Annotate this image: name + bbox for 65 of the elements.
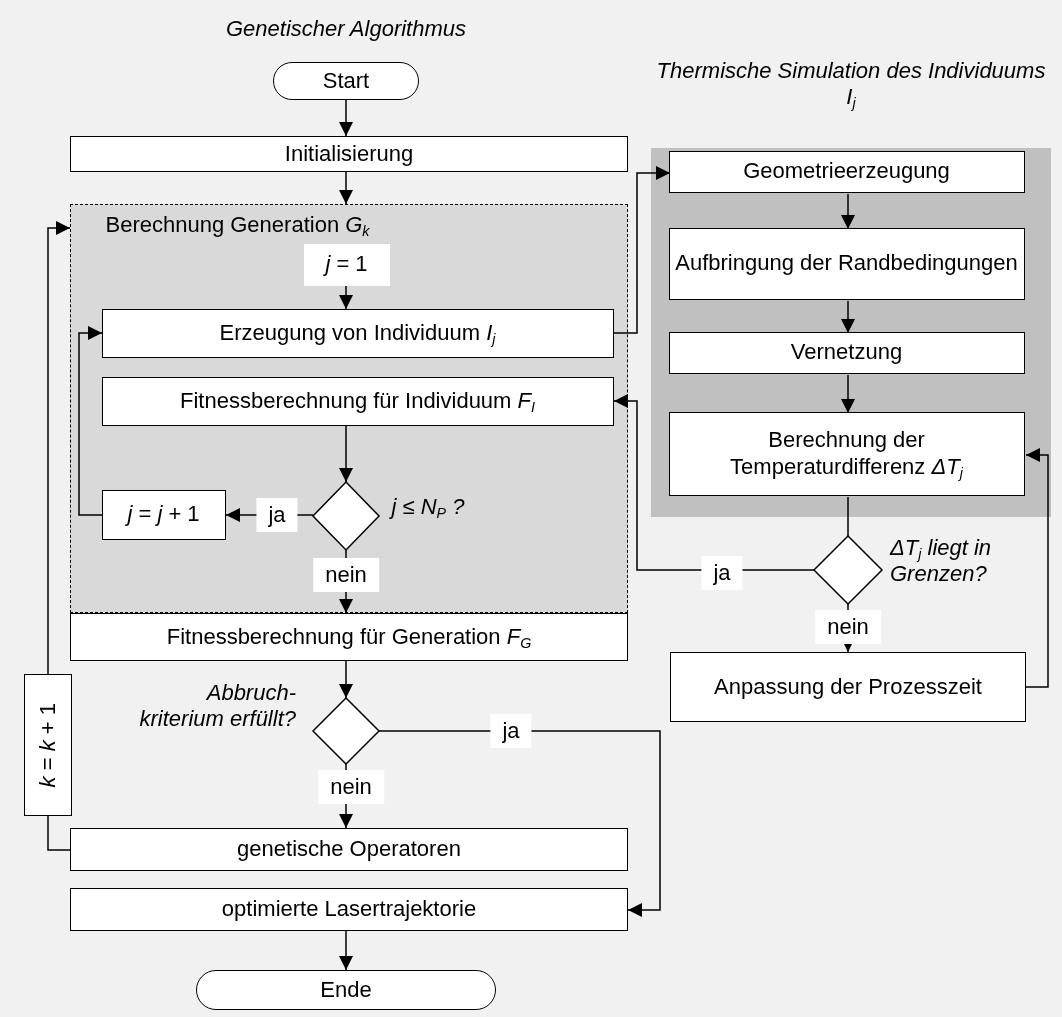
heading: Berechnung Generation G$_{k}$	[105, 211, 371, 238]
condition-label: Abbruch- kriterium erfüllt?	[138, 680, 296, 733]
arrow	[841, 300, 855, 334]
edge-label: nein	[815, 610, 881, 644]
edge-label: nein	[318, 770, 384, 804]
box-label: Initialisierung	[284, 140, 414, 168]
box-label: Ende	[320, 976, 372, 1004]
process-box	[70, 828, 628, 871]
process-box	[101, 308, 614, 358]
box-label: Geometrieerzeugung	[743, 158, 950, 185]
process-box	[668, 411, 1025, 496]
box-label: Berechnung der Temperaturdifferenz ΔT$_{j}$	[729, 427, 965, 480]
arrow	[339, 99, 353, 137]
edge-label: nein	[313, 558, 379, 592]
terminal-box	[273, 62, 419, 100]
box-label: Aufbringung der Randbedingungen	[675, 250, 1018, 277]
condition-label: j ≤ N$_{P}$ ?	[391, 493, 466, 520]
arrow	[613, 166, 671, 334]
process-box	[70, 888, 628, 931]
process-box	[668, 331, 1025, 374]
arrow	[1025, 448, 1049, 688]
box-label: optimierte Lasertrajektorie	[221, 896, 477, 923]
arrow	[339, 425, 353, 483]
process-box	[70, 613, 628, 661]
arrow	[339, 930, 353, 971]
arrow	[613, 394, 815, 571]
box-label: Erzeugung von Individuum I$_{j}$	[219, 319, 496, 347]
edge-label: ja	[256, 498, 298, 532]
label-box	[303, 243, 390, 286]
arrow	[339, 660, 353, 699]
process-box	[670, 652, 1026, 722]
process-box	[70, 136, 628, 172]
process-box	[101, 376, 614, 426]
heading: Thermische Simulation des Individuums I$_{j}$	[655, 58, 1047, 111]
arrow	[47, 221, 71, 675]
title: Genetischer Algorithmus	[224, 16, 468, 43]
process-box	[24, 674, 72, 816]
process-box	[668, 150, 1025, 193]
terminal-box	[196, 970, 496, 1010]
process-box	[101, 489, 226, 540]
arrow	[841, 374, 855, 414]
decision-diamond	[313, 698, 379, 764]
arrow	[841, 193, 855, 230]
arrow	[339, 171, 353, 205]
arrow	[78, 326, 103, 516]
arrow	[47, 815, 71, 851]
box-label: Start	[322, 67, 370, 95]
box-label: k = k + 1	[34, 702, 61, 788]
box-label: Fitnessberechnung für Generation F$_{G}$	[166, 623, 532, 651]
arrow	[339, 285, 353, 310]
decision-diamond	[814, 536, 882, 604]
panel-background	[651, 148, 1051, 517]
arrow	[378, 730, 661, 917]
box-label: Vernetzung	[790, 339, 903, 366]
edge-label: ja	[490, 714, 532, 748]
decision-diamond	[312, 481, 379, 550]
box-label: Anpassung der Prozesszeit	[714, 673, 982, 701]
process-box	[668, 227, 1025, 300]
edge-label: ja	[701, 556, 743, 590]
box-label: j = j + 1	[127, 501, 200, 528]
assignment-label: j = 1	[325, 251, 368, 278]
box-label: Fitnessberechnung für Individuum F$_{I}$	[180, 387, 535, 415]
group-box	[70, 204, 628, 613]
condition-label: ΔT$_{j}$ liegt in Grenzen?	[890, 535, 993, 588]
box-label: genetische Operatoren	[237, 836, 461, 863]
